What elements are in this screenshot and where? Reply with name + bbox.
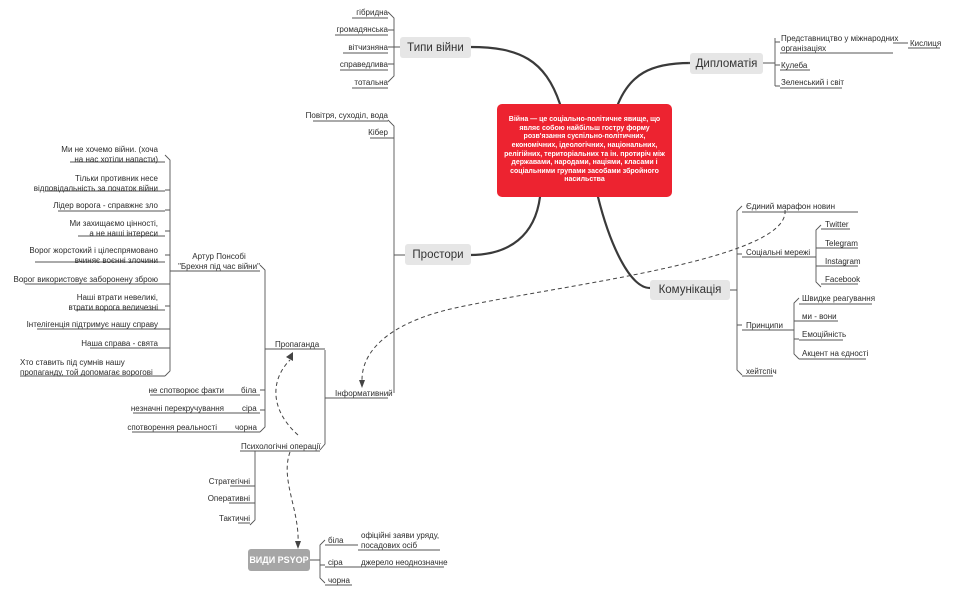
topic-communication[interactable]: Комунікація xyxy=(650,280,730,300)
space-informative[interactable]: Інформативний xyxy=(335,389,393,398)
branch-communication xyxy=(596,195,652,290)
psyop-white-desc[interactable]: офіційні заяви уряду, посадових осіб xyxy=(361,531,440,550)
ponsonby-principle-2[interactable]: Тільки противник несе відповідальність з… xyxy=(33,174,158,193)
psyop-kinds-desc xyxy=(345,544,444,568)
diplomacy-zelensky[interactable]: Зеленський і світ xyxy=(781,78,845,87)
ponsonby-principle-4[interactable]: Ми захищаємо цінності, а не наші інтерес… xyxy=(69,219,158,238)
psyop-kinds-node[interactable]: ВИДИ PSYOP xyxy=(248,549,310,571)
war-type-patriotic[interactable]: вітчизняна xyxy=(348,43,388,52)
principles-underlines xyxy=(799,303,872,360)
network-facebook[interactable]: Facebook xyxy=(825,275,861,284)
ponsonby-principle-7[interactable]: Наші втрати невеликі, втрати ворога вели… xyxy=(68,293,158,312)
principles-bracket xyxy=(788,297,800,360)
ponsonby-principle-1[interactable]: Ми не хочемо війни. (хоча на нас хотіли … xyxy=(61,145,158,164)
topic-spaces[interactable]: Простори xyxy=(405,244,471,265)
link-propaganda-psyops xyxy=(275,359,299,436)
ponsonby-principle-10[interactable]: Хто ставить під сумнів нашу пропаганду, … xyxy=(20,358,153,377)
diplomacy-kuleba[interactable]: Кулеба xyxy=(781,61,808,70)
ponsonby-principle-3[interactable]: Лідер ворога - справжнє зло xyxy=(53,201,158,210)
diplomacy-kyslytsia[interactable]: Кислиця xyxy=(910,39,942,48)
spaces-underlines xyxy=(313,120,388,399)
network-twitter[interactable]: Twitter xyxy=(825,220,849,229)
network-telegram[interactable]: Telegram xyxy=(825,239,858,248)
comm-principles[interactable]: Принципи xyxy=(746,321,783,330)
arrow-informative xyxy=(359,380,365,388)
principle-emotionality[interactable]: Емоційність xyxy=(802,330,847,339)
link-communication-informative xyxy=(361,209,786,381)
war-type-total[interactable]: тотальна xyxy=(354,78,388,87)
ponsonby-principle-5[interactable]: Ворог жорстокий і цілеспрямовано вчиняє … xyxy=(29,246,158,265)
comm-news-marathon[interactable]: Єдиний марафон новин xyxy=(746,202,835,211)
branch-types xyxy=(468,45,562,106)
propaganda-white[interactable]: біла xyxy=(241,386,257,395)
psyops-underlines xyxy=(229,485,250,524)
social-underlines xyxy=(821,228,858,285)
branch-diplomacy xyxy=(616,61,692,106)
psyop-gray-desc[interactable]: джерело неоднозначне xyxy=(361,558,448,567)
war-type-just[interactable]: справедлива xyxy=(339,60,388,69)
psyop-white[interactable]: біла xyxy=(328,536,344,545)
arrow-propaganda xyxy=(286,352,293,361)
comm-social-networks[interactable]: Соціальні мережі xyxy=(746,248,811,257)
psyops-tactical[interactable]: Тактичні xyxy=(218,514,250,523)
diplomacy-representation[interactable]: Представництво у міжнародних організація… xyxy=(781,34,899,53)
propaganda-node[interactable]: Пропаганда xyxy=(275,340,320,349)
root-node-war-definition[interactable]: Війна — це соціально-політичне явище, що… xyxy=(497,104,672,197)
network-instagram[interactable]: Instagram xyxy=(825,257,861,266)
communication-bracket xyxy=(730,205,743,376)
types-bracket xyxy=(387,11,400,83)
arrow-psyop-kinds xyxy=(295,541,301,549)
topic-diplomacy[interactable]: Дипломатія xyxy=(690,53,763,74)
psyops-node[interactable]: Психологічні операції xyxy=(241,442,321,451)
branch-spaces xyxy=(468,195,542,257)
informative-bracket xyxy=(319,350,334,451)
ponsonby-principle-9[interactable]: Наша справа - свята xyxy=(81,339,158,348)
principle-us-them[interactable]: ми - вони xyxy=(802,312,837,321)
space-air-land-water[interactable]: Повітря, суходіл, вода xyxy=(305,111,388,120)
propaganda-black-desc[interactable]: спотворення реальності xyxy=(127,423,217,432)
space-cyber[interactable]: Кібер xyxy=(368,128,388,137)
ponsonby-underlines xyxy=(20,161,165,377)
propaganda-gray-desc[interactable]: незначні перекручування xyxy=(130,404,224,413)
war-type-civil[interactable]: громадянська xyxy=(336,25,388,34)
comm-hate-speech[interactable]: хейтспіч xyxy=(746,367,777,376)
principle-unity[interactable]: Акцент на єдності xyxy=(802,349,869,358)
psyop-kinds-bracket xyxy=(310,539,326,584)
topic-war-types[interactable]: Типи війни xyxy=(400,37,471,58)
psyops-operational[interactable]: Оперативні xyxy=(207,494,250,503)
social-bracket xyxy=(810,224,822,288)
principle-fast-reaction[interactable]: Швидке реагування xyxy=(802,294,876,303)
psyops-strategic[interactable]: Стратегічні xyxy=(208,477,250,486)
propaganda-black[interactable]: чорна xyxy=(235,423,257,432)
ponsonby-principle-8[interactable]: Інтелігенція підтримує нашу справу xyxy=(26,320,158,329)
psyop-kinds-underlines xyxy=(325,544,352,586)
ponsonby-bracket xyxy=(164,154,178,377)
war-type-hybrid[interactable]: гібридна xyxy=(356,8,388,17)
propaganda-white-desc[interactable]: не спотворює факти xyxy=(148,386,224,395)
psyop-gray[interactable]: сіра xyxy=(328,558,343,567)
psyops-bracket xyxy=(240,450,256,526)
propaganda-gray[interactable]: сіра xyxy=(242,404,257,413)
types-underlines xyxy=(335,17,388,89)
link-psyops-kinds xyxy=(286,451,299,546)
kyslytsia-link xyxy=(893,42,940,49)
spaces-bracket xyxy=(387,119,405,393)
ponsonby-book[interactable]: Артур Понсобі "Брехня під час війни" xyxy=(178,252,260,271)
propaganda-bracket xyxy=(259,264,274,433)
ponsonby-principle-6[interactable]: Ворог використовує заборонену зброю xyxy=(13,275,158,284)
diplomacy-underlines xyxy=(780,52,893,89)
communication-underlines xyxy=(742,211,858,377)
psyop-black[interactable]: чорна xyxy=(328,576,350,585)
